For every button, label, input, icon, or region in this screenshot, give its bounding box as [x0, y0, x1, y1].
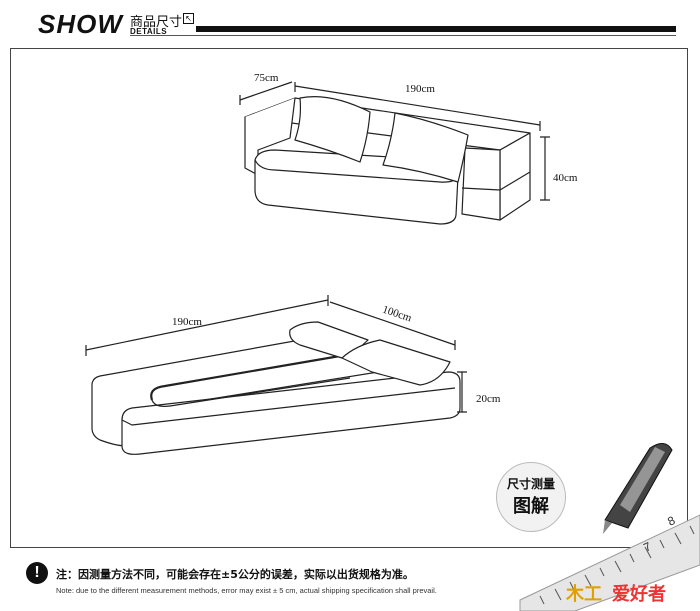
sofa-width-line — [294, 85, 541, 126]
brand-logo: 木工 爱好者 — [566, 578, 692, 606]
note-english: Note: due to the different measurement m… — [56, 586, 437, 595]
sofa-pillow-right — [382, 112, 469, 183]
show-title: SHOW — [38, 9, 123, 39]
measure-diagram-badge: 尺寸测量 图解 — [496, 462, 566, 532]
pencil-icon — [603, 443, 673, 534]
bed-width-line — [329, 301, 456, 346]
sofa-height-label: 40cm — [553, 172, 578, 184]
sofa-depth-label: 75cm — [254, 72, 279, 84]
badge-line2: 图解 — [513, 496, 549, 517]
sofa-depth-line — [239, 81, 293, 101]
bed-length-line — [85, 299, 329, 351]
page-header: SHOW 商品尺寸 ↖ DETAILS — [0, 0, 700, 46]
ruler-graphic — [519, 514, 700, 611]
logo-part2: 爱好者 — [612, 584, 666, 605]
product-size-title: 商品尺寸 — [130, 15, 183, 30]
bed-length-label: 190cm — [172, 316, 202, 328]
details-label: DETAILS — [130, 27, 168, 36]
corner-arrow-icon: ↖ — [183, 13, 194, 24]
sofa-width-label: 190cm — [405, 83, 435, 95]
bed-front-mattress — [121, 371, 461, 455]
warning-icon: ! — [26, 562, 48, 584]
measurement-note: ! 注：因测量方法不同，可能会存在±5公分的误差，实际以出货规格为准。 Note… — [26, 560, 486, 604]
bed-height-label: 20cm — [476, 393, 501, 405]
bed-cushion-b — [341, 339, 451, 386]
sofa-pillow-left — [294, 96, 371, 163]
header-divider — [130, 35, 676, 36]
header-bar — [196, 26, 676, 32]
badge-line1: 尺寸测量 — [506, 477, 555, 491]
bed-seam — [150, 354, 341, 401]
logo-part1: 木工 — [566, 584, 602, 605]
note-chinese: 注：因测量方法不同，可能会存在±5公分的误差，实际以出货规格为准。 — [56, 568, 414, 581]
